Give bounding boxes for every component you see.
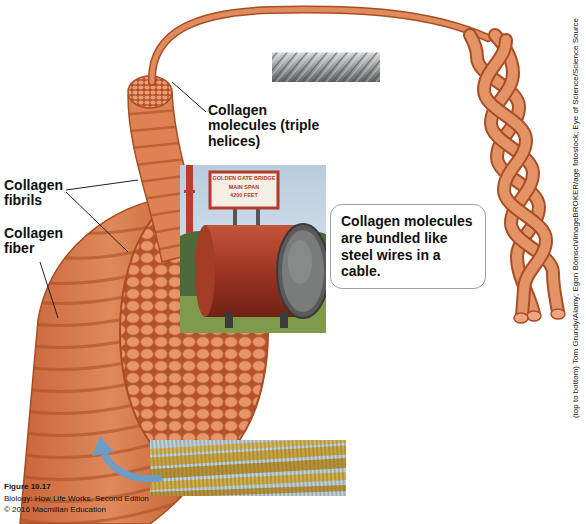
structure-label: Collagen fibrils — [4, 178, 72, 209]
source-line: Biology: How Life Works, Second Edition — [4, 494, 224, 504]
callout-text: Collagen molecules are bundled like stee… — [341, 213, 475, 280]
sign-text: MAIN SPAN — [212, 184, 276, 190]
structure-label: Collagen molecules (triple helices) — [208, 103, 320, 149]
sign-text: 4200 FEET — [212, 192, 276, 198]
structure-label: Collagen fiber — [4, 226, 72, 257]
photo-credit: (top to bottom) Tom Grundy/Alamy; Egon B… — [571, 18, 581, 418]
sign-text: GOLDEN GATE BRIDGE — [212, 175, 276, 181]
callout-box: Collagen molecules are bundled like stee… — [330, 204, 486, 289]
copyright-line: © 2016 Macmillan Education — [4, 505, 204, 515]
figure-number: Figure 10.17 — [4, 482, 204, 492]
